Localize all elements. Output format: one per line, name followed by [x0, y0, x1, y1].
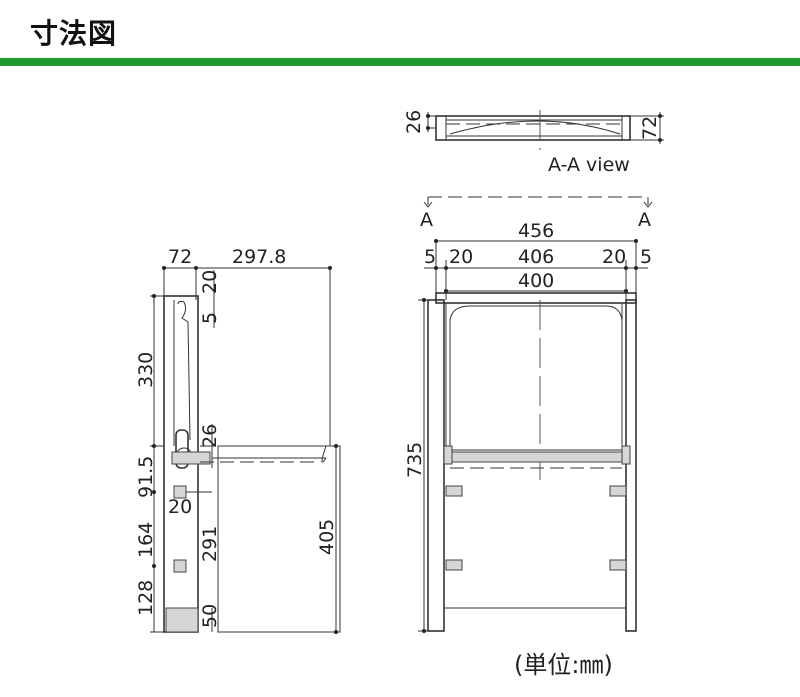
unit-caption: (単位:㎜) — [514, 651, 613, 679]
top-depth-dim: 26 — [403, 110, 425, 134]
section-line: A A — [420, 196, 653, 231]
dim-bracket-depth: 72 — [168, 246, 192, 268]
dim-right-frame: 20 — [602, 246, 626, 268]
dim-shelf-height: 330 — [135, 352, 157, 388]
dim-shelf-width: 400 — [518, 270, 554, 292]
dim-bottom-hole: 128 — [135, 580, 157, 616]
dim-top-gap: 20 — [199, 270, 221, 294]
dim-top-offset: 5 — [199, 312, 221, 324]
section-marker-right: A — [638, 209, 651, 231]
dim-height: 735 — [404, 442, 426, 478]
front-view: 456 5 20 406 20 5 400 — [404, 220, 652, 633]
dim-left-frame: 20 — [449, 246, 473, 268]
top-rail — [435, 292, 637, 304]
dim-lower-gap: 91.5 — [135, 456, 157, 498]
right-post — [625, 299, 637, 632]
dim-left-offset: 5 — [424, 246, 436, 268]
dim-lip: 26 — [199, 424, 221, 448]
dim-bracket-width: 20 — [168, 496, 192, 518]
section-marker-left: A — [420, 209, 433, 231]
top-height-dim: 72 — [639, 116, 661, 140]
side-view: 72 297.8 20 5 330 26 405 — [135, 246, 341, 634]
page-title: 寸法図 — [30, 17, 118, 50]
header-accent-bar — [0, 58, 800, 66]
dim-inner-width: 406 — [518, 246, 554, 268]
dim-hole-spacing: 164 — [135, 522, 157, 558]
dim-overall-width: 456 — [518, 220, 554, 242]
dim-shelf-depth: 297.8 — [232, 246, 286, 268]
dim-right-offset: 5 — [640, 246, 652, 268]
dim-foot: 50 — [199, 604, 221, 628]
view-label: A-A view — [548, 154, 630, 176]
left-post — [427, 299, 445, 632]
dim-post-height: 291 — [199, 526, 221, 562]
top-view: 26 72 — [403, 110, 664, 150]
dim-lower-height: 405 — [316, 519, 338, 555]
